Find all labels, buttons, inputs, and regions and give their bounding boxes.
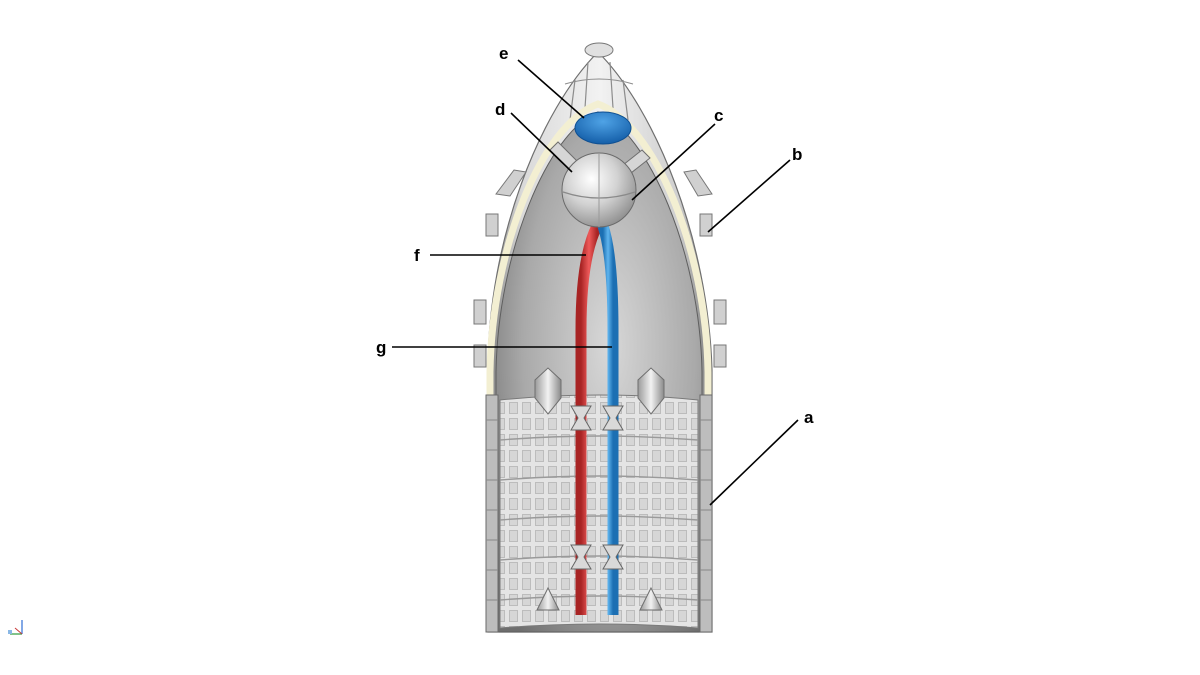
- thermal-liner: [486, 100, 712, 632]
- wall-edges: [485, 394, 713, 633]
- callout-labels: e d c b f g a: [376, 44, 814, 427]
- leader-lines: [392, 59, 799, 506]
- label-f: f: [414, 246, 420, 265]
- cold-pipe: [597, 224, 619, 615]
- outer-fins: [473, 169, 727, 368]
- blue-dome: [574, 111, 632, 145]
- grid-panel: [499, 394, 699, 629]
- label-g: g: [376, 338, 386, 357]
- label-c: c: [714, 106, 723, 125]
- hot-pipe: [575, 223, 602, 615]
- axis-triad-icon: [8, 620, 23, 635]
- label-b: b: [792, 145, 802, 164]
- label-e: e: [499, 44, 508, 63]
- label-a: a: [804, 408, 814, 427]
- pipes: [570, 223, 624, 615]
- spherical-vessel: [561, 152, 637, 228]
- label-d: d: [495, 100, 505, 119]
- conical-mounts: [534, 367, 665, 611]
